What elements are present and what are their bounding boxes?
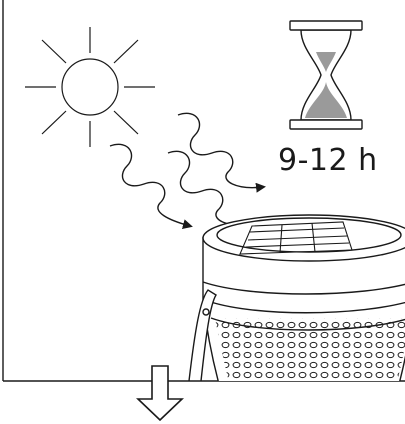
wavy-arrow-icon <box>110 144 190 226</box>
hourglass-icon <box>290 21 362 129</box>
sunlight-rays <box>110 113 263 226</box>
charging-duration-label: 9-12 h <box>278 141 378 181</box>
wavy-arrow-icon <box>168 151 255 225</box>
solar-lantern <box>189 215 405 395</box>
sun-icon <box>25 27 155 147</box>
wavy-arrow-icon <box>178 113 263 187</box>
down-arrow-icon <box>138 366 182 420</box>
